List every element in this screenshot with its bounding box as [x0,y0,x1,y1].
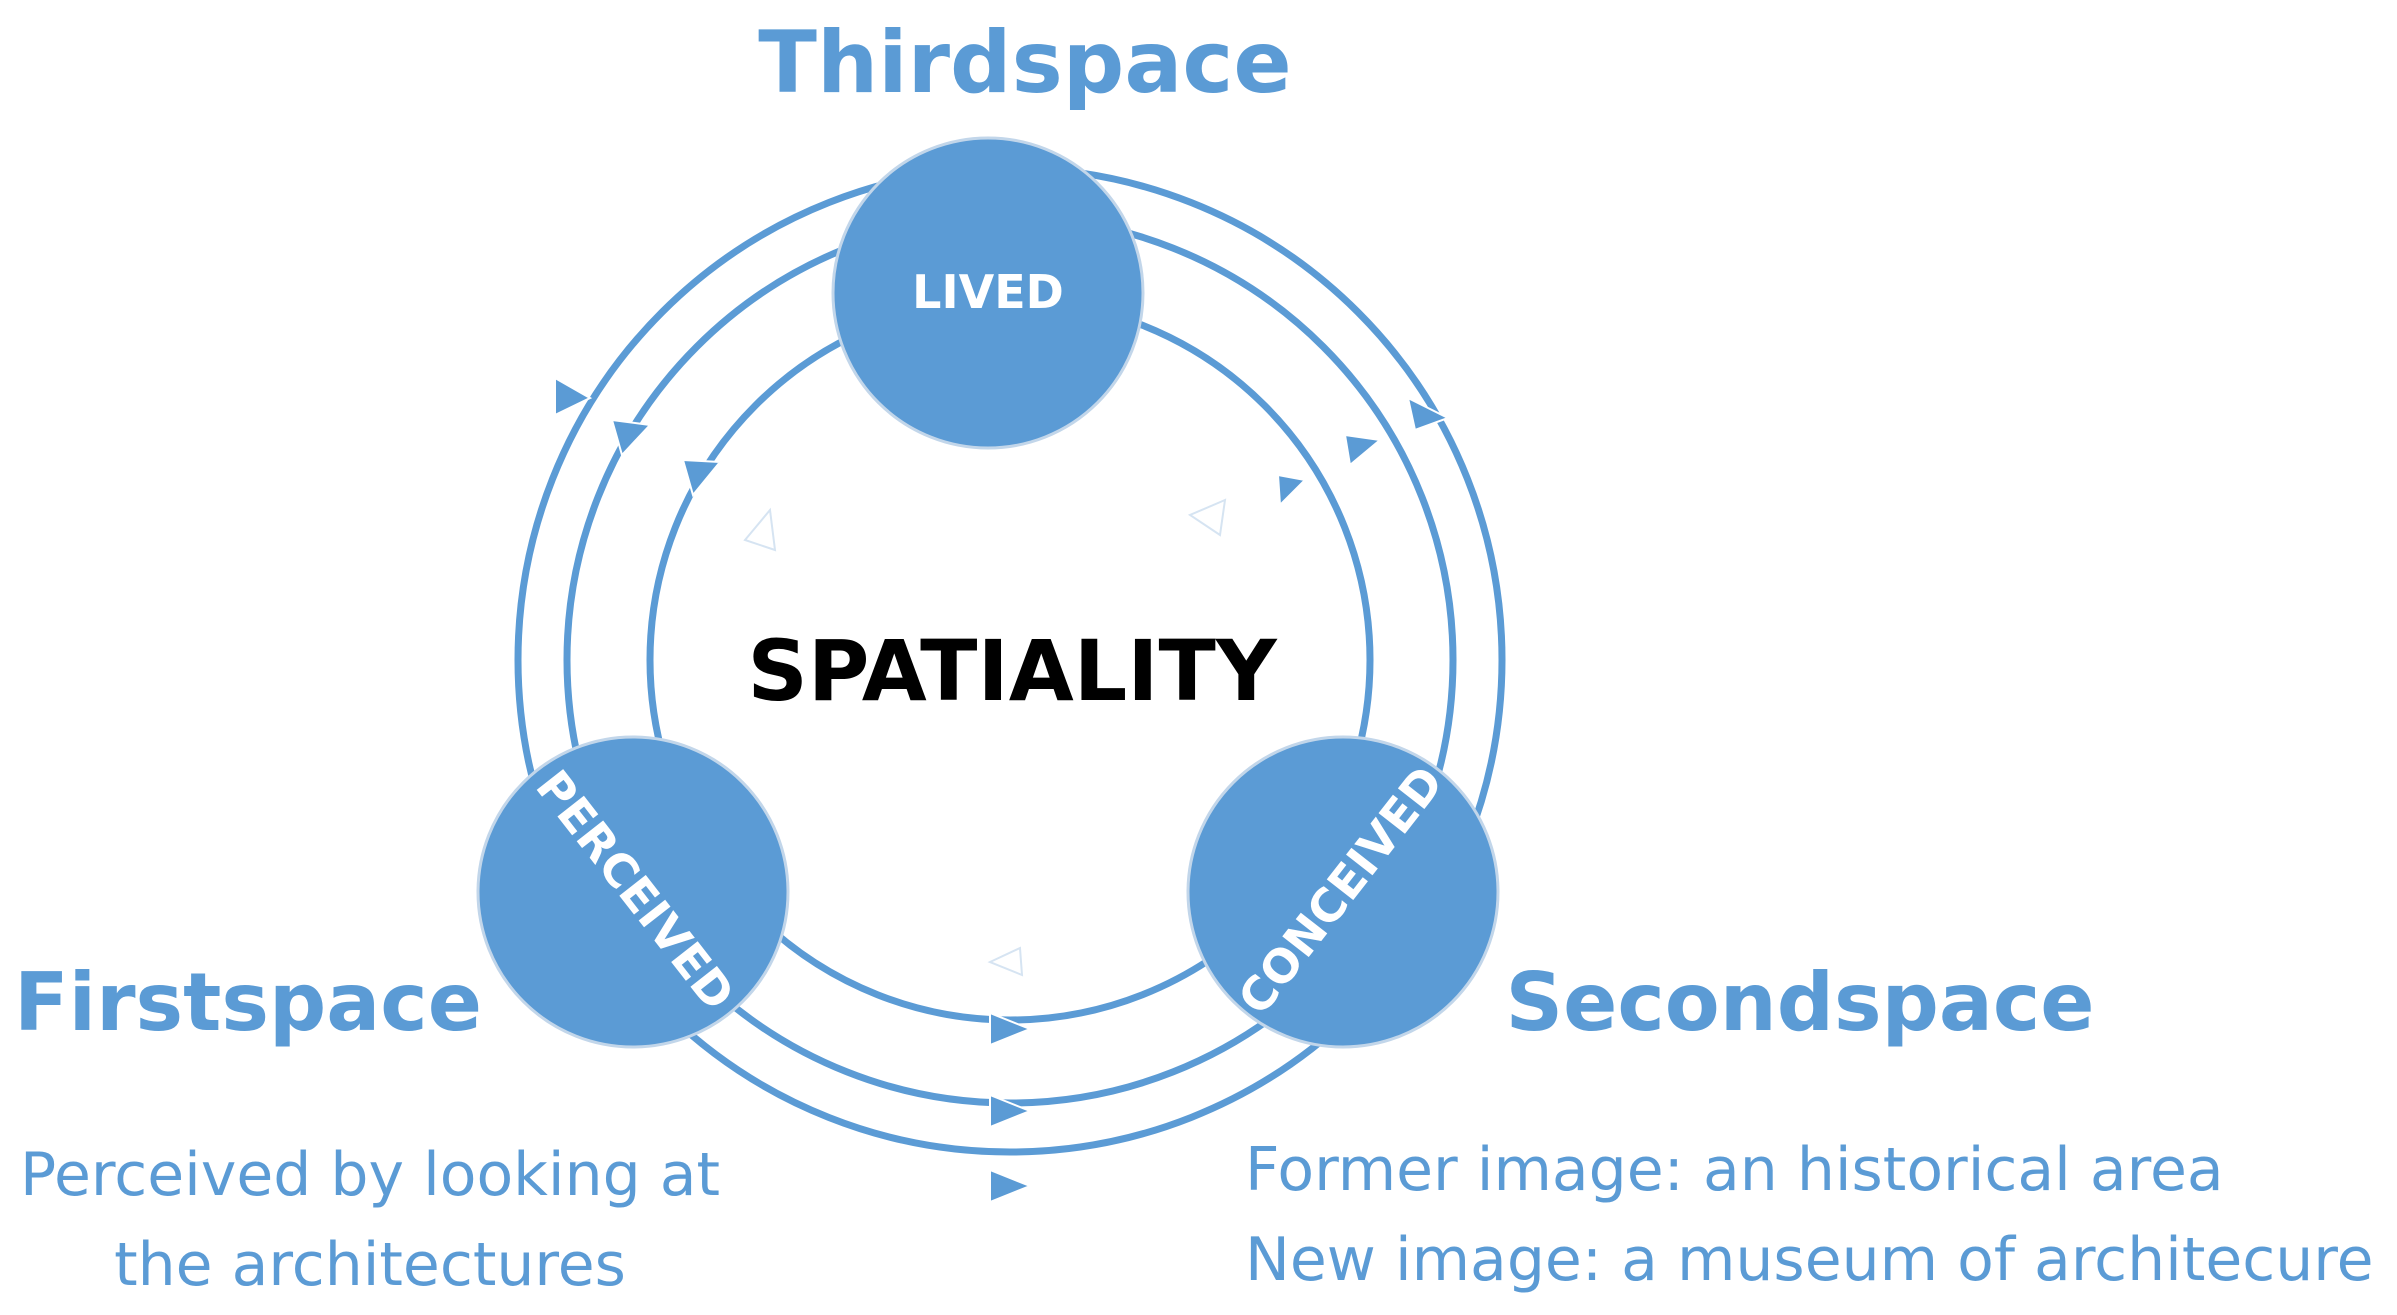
center-title: SPATIALITY [747,622,1277,720]
arrow-middle-bottom [989,1093,1033,1129]
firstspace-desc-line2: the architectures [114,1230,626,1300]
arrow-inner-right [1276,473,1308,508]
firstspace-desc-line1: Perceived by looking at [20,1140,720,1210]
arrow-outer-bottom [989,1168,1033,1204]
lived-label: LIVED [912,265,1064,319]
arrow-inner-left [681,458,723,498]
firstspace-title: Firstspace [14,956,482,1049]
perceived-node [476,735,790,1049]
arrow-middle-left [610,418,653,457]
ghost-arrow-right [1187,498,1227,537]
thirdspace-title: Thirdspace [758,13,1291,113]
secondspace-desc-line1: Former image: an historical area [1245,1135,2224,1205]
arrow-outer-right [1406,396,1451,432]
ghost-arrow-left [743,507,777,552]
ghost-arrow-bottom [987,946,1024,977]
secondspace-desc-line2: New image: a museum of architecure [1245,1225,2374,1295]
lived-node [831,136,1145,450]
arrow-inner-bottom [989,1011,1033,1047]
arrow-middle-right [1343,433,1383,467]
conceived-node [1186,735,1500,1049]
arrow-outer-left [554,376,593,417]
secondspace-title: Secondspace [1505,956,2094,1049]
